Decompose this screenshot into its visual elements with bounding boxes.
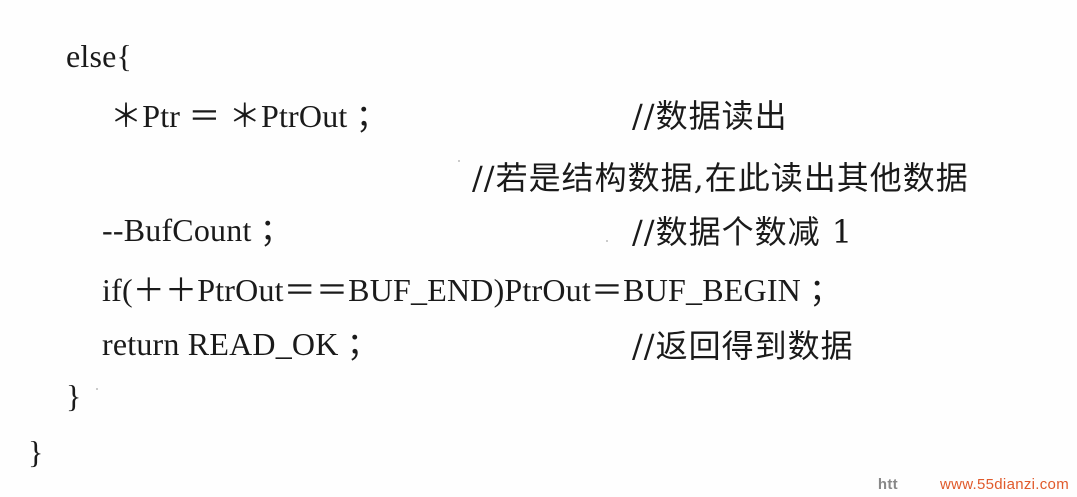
- watermark: htt www.55dianzi.com: [878, 476, 1069, 493]
- comment-count-decrement: //数据个数减 1: [632, 213, 854, 251]
- code-line-return: return READ_OK ；: [102, 326, 379, 362]
- scan-speck: [96, 388, 98, 390]
- code-line-close-outer: }: [28, 434, 44, 470]
- scan-speck: [606, 240, 608, 242]
- code-line-ptr-assign: ＊Ptr ＝ ＊PtrOut ；: [110, 98, 388, 134]
- code-line-close-inner: }: [66, 378, 82, 414]
- watermark-prefix: htt: [877, 476, 898, 493]
- comment-data-read: //数据读出: [632, 97, 788, 135]
- scan-speck: [458, 160, 460, 162]
- code-line-bufcount: --BufCount ；: [102, 212, 292, 248]
- watermark-url: www.55dianzi.com: [939, 476, 1069, 493]
- code-line-if-ptrout: if(＋＋PtrOut＝＝BUF_END)PtrOut＝BUF_BEGIN ；: [102, 272, 842, 308]
- comment-return-data: //返回得到数据: [632, 327, 854, 365]
- comment-struct-data: //若是结构数据,在此读出其他数据: [472, 159, 969, 197]
- code-line-else: else{: [66, 38, 133, 74]
